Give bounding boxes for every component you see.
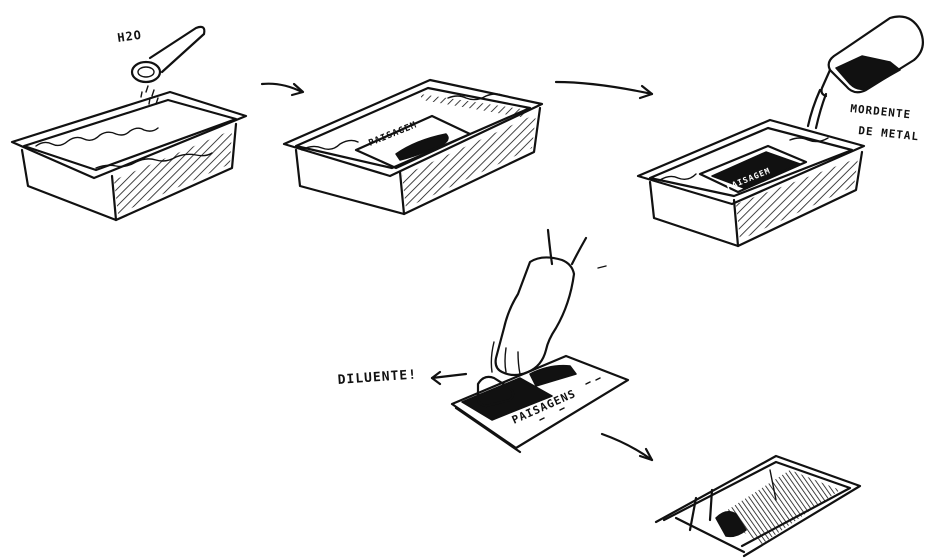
- arrow-3: [600, 432, 654, 462]
- mordant-label-line1: MORDENTE: [850, 102, 912, 121]
- gloved-hand: [476, 228, 607, 408]
- tray-1: [10, 90, 248, 222]
- plate: PAISAGENS: [450, 354, 630, 454]
- mordant-bottle: [806, 15, 925, 130]
- tray-final: [654, 454, 862, 558]
- water-cup: [130, 25, 206, 105]
- tray-3: PAISAGEM: [636, 118, 866, 248]
- mordant-label-line2: DE METAL: [858, 124, 920, 143]
- diluent-label: DILUENTE!: [337, 367, 417, 388]
- arrow-1: [260, 82, 305, 97]
- water-label: H2O: [116, 28, 142, 45]
- tray-2: PAISAGEM: [282, 78, 544, 216]
- arrow-diluent: [430, 370, 468, 386]
- arrow-2: [554, 80, 654, 100]
